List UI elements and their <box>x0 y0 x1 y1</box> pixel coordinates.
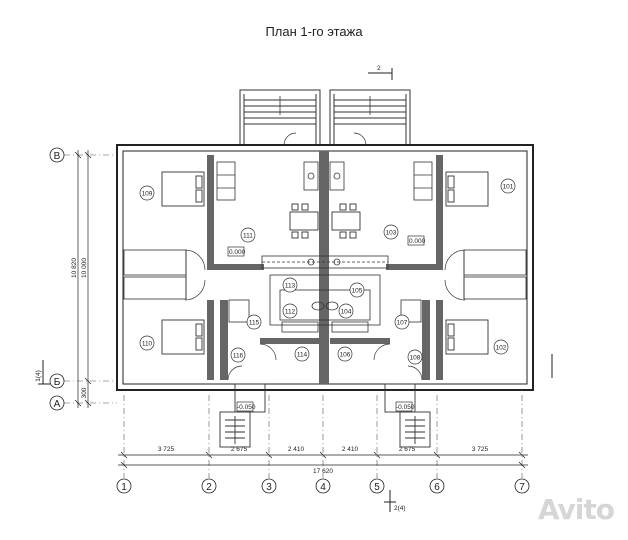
axis-label-letter: Б <box>54 377 61 388</box>
room-number: 111 <box>243 233 253 240</box>
interior-walls <box>207 151 443 384</box>
elevation-label: 0.000 <box>229 249 246 256</box>
elevation-boxes <box>227 235 425 412</box>
room-number: 115 <box>249 320 260 327</box>
dimension-label: 3 725 <box>158 446 175 453</box>
terrace-right <box>329 89 411 146</box>
furniture-kitchen <box>303 161 345 266</box>
plan-title: План 1-го этажа <box>265 24 363 39</box>
axis-bubbles-horizontal <box>49 147 65 411</box>
elevation-label: 0.000 <box>409 238 426 245</box>
terrace-left <box>239 89 321 146</box>
grid-lines-horizontal <box>64 154 117 404</box>
room-number: 104 <box>341 309 352 316</box>
axis-label-number: 7 <box>519 482 525 493</box>
furniture-bathroom <box>281 301 369 333</box>
room-number: 108 <box>410 355 421 362</box>
room-number: 116 <box>233 353 244 360</box>
room-number: 114 <box>297 352 308 359</box>
room-number: 105 <box>352 288 363 295</box>
dimension-label-vertical: 10 000 <box>81 258 88 278</box>
avito-watermark: Avito <box>537 493 615 526</box>
furniture-tables <box>289 203 361 239</box>
axis-label-letter: В <box>54 151 61 162</box>
furniture-wardrobes <box>216 161 433 323</box>
room-number: 112 <box>285 309 296 316</box>
dimension-label: 2 410 <box>342 446 359 453</box>
dimension-lines <box>118 451 528 469</box>
section-label-top: 2 <box>377 65 381 72</box>
axis-label-letter: А <box>54 399 61 410</box>
section-mark-top <box>368 68 393 80</box>
vertical-dimension-lines <box>74 150 92 408</box>
axis-label-number: 2 <box>206 482 212 493</box>
room-number: 109 <box>142 191 153 198</box>
room-number: 101 <box>503 184 514 191</box>
section-label-left: 1(4) <box>35 370 42 382</box>
dimension-label-vertical: 10 820 <box>71 258 78 278</box>
axis-label-number: 3 <box>266 482 272 493</box>
room-number: 103 <box>386 230 397 237</box>
door-swings <box>184 132 466 381</box>
room-number: 106 <box>340 352 351 359</box>
dimension-total: 17 620 <box>313 468 333 475</box>
dimension-label-vertical: 300 <box>81 387 88 398</box>
grid-lines-vertical <box>123 395 523 478</box>
dimension-label: 2 675 <box>231 446 248 453</box>
furniture-beds <box>161 171 489 355</box>
room-number: 102 <box>496 345 507 352</box>
axis-label-number: 1 <box>121 482 127 493</box>
axis-label-number: 6 <box>434 482 440 493</box>
elevation-label: -0.050 <box>396 404 415 411</box>
room-markers <box>139 178 516 365</box>
dimension-label: 3 725 <box>472 446 489 453</box>
room-number: 110 <box>142 341 153 348</box>
dimension-label: 2 675 <box>399 446 416 453</box>
room-number: 107 <box>397 320 408 327</box>
axis-label-number: 5 <box>374 482 380 493</box>
room-number: 113 <box>285 283 296 290</box>
dimension-label: 2 410 <box>288 446 305 453</box>
axis-label-number: 4 <box>320 482 326 493</box>
section-marks <box>38 354 553 512</box>
partitions <box>123 249 527 326</box>
entrance-porches <box>219 383 431 448</box>
elevation-label: -0.050 <box>237 404 256 411</box>
axis-bubbles-vertical <box>116 478 530 494</box>
section-label-bottom: 2(4) <box>394 505 406 512</box>
